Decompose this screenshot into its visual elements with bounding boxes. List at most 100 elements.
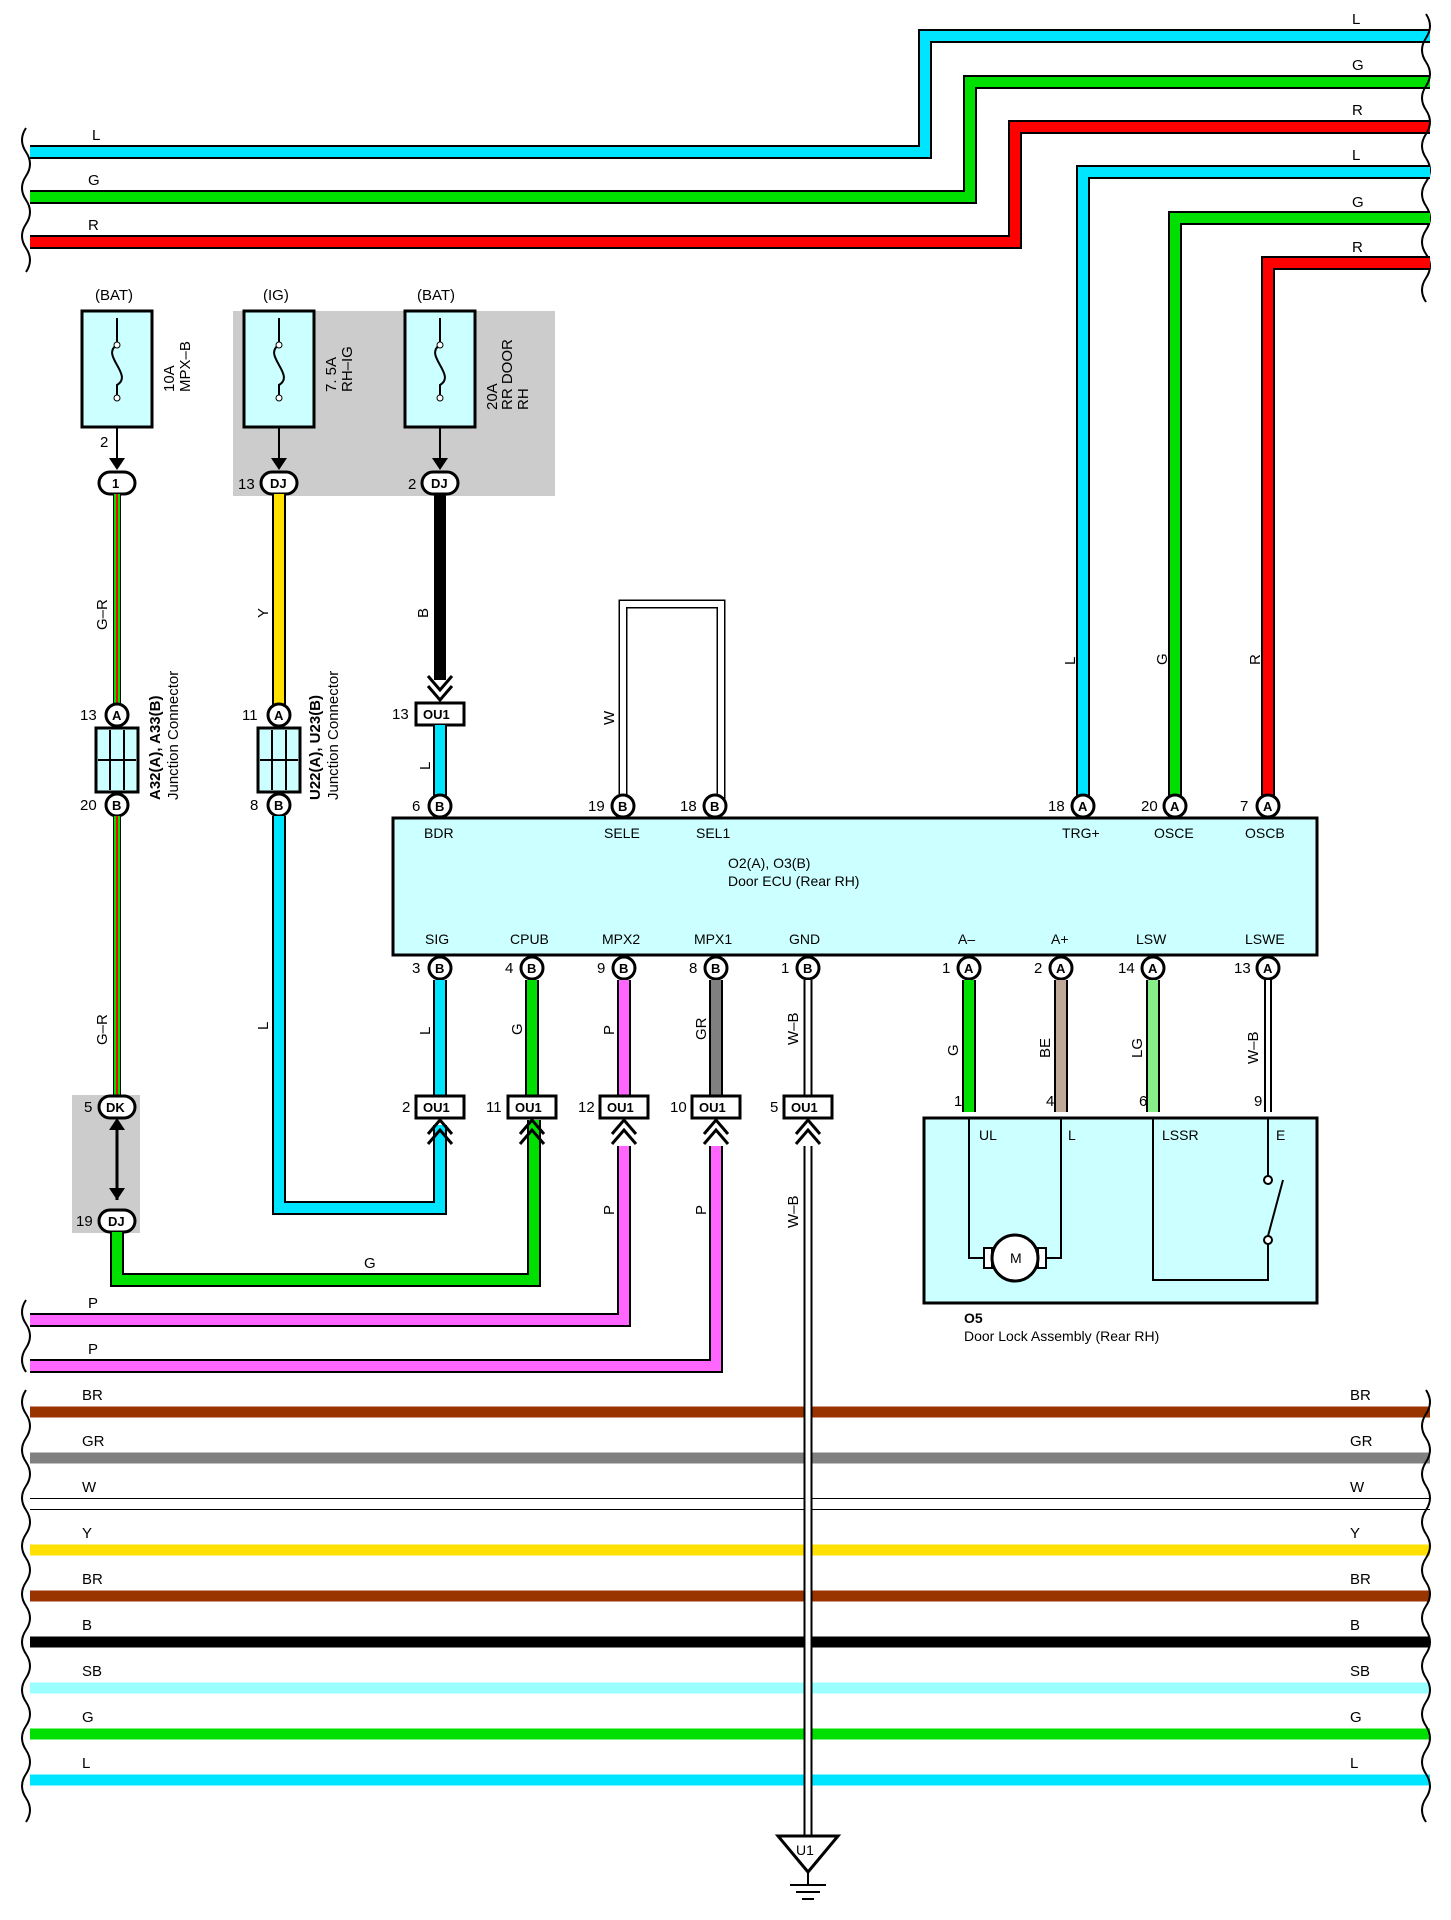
top-bus-left-label-2: R	[88, 217, 99, 234]
dk-dj-connectors: 5 DK 19 DJ G	[72, 1094, 541, 1287]
svg-text:A: A	[112, 708, 122, 723]
svg-text:11: 11	[486, 1099, 502, 1116]
svg-text:OU1: OU1	[699, 1100, 726, 1115]
fuse3-name: RR DOOR	[499, 339, 516, 410]
svg-text:B: B	[710, 799, 719, 814]
bottom-bus-left-label-0: BR	[82, 1387, 103, 1404]
ground-triangle	[774, 1834, 842, 1875]
door-lock-id: O5	[964, 1310, 983, 1326]
dj-pin: 19	[76, 1213, 93, 1230]
bottom-bus-right-label-2: W	[1350, 1479, 1365, 1496]
svg-text:B: B	[274, 798, 283, 813]
l-wire-label: L	[255, 1022, 272, 1030]
svg-text:A+: A+	[1051, 931, 1069, 947]
svg-text:BDR: BDR	[424, 825, 454, 841]
mpx1-wire-label: GR	[693, 1017, 710, 1040]
svg-text:A: A	[1263, 961, 1273, 976]
fuse2-conn-label: DJ	[270, 476, 287, 491]
osce-wire-label: G	[1154, 653, 1171, 665]
gnd-below-label: W–B	[785, 1195, 802, 1228]
fuse3-power: (BAT)	[417, 287, 455, 304]
j2-desc: Junction Connector	[325, 671, 342, 800]
b-wire-label: B	[415, 608, 432, 618]
svg-text:A: A	[1148, 961, 1158, 976]
svg-text:4: 4	[1046, 1093, 1054, 1110]
dk-pin: 5	[84, 1099, 92, 1116]
svg-text:OSCB: OSCB	[1245, 825, 1285, 841]
oscb-wire-label: R	[1247, 654, 1264, 665]
top-bus-right-label-1: G	[1352, 57, 1364, 74]
svg-text:19: 19	[588, 798, 605, 815]
ou1-bottom-0: 2 OU1	[402, 1094, 466, 1145]
svg-text:SIG: SIG	[425, 931, 449, 947]
p-bus-label-0: P	[88, 1295, 98, 1312]
svg-text:SEL1: SEL1	[696, 825, 730, 841]
svg-text:6: 6	[1139, 1093, 1147, 1110]
svg-text:4: 4	[505, 960, 513, 977]
svg-text:1: 1	[942, 960, 950, 977]
motor-icon	[990, 1233, 1040, 1283]
bottom-bus-right-label-6: SB	[1350, 1663, 1370, 1680]
ecu-box	[391, 816, 1319, 957]
j2-pin-a-num: 11	[242, 707, 258, 724]
trg-wire-label: L	[1062, 657, 1079, 665]
bottom-bus-left-label-5: B	[82, 1617, 92, 1634]
top-bus-wire-g	[30, 75, 1430, 204]
svg-text:B: B	[618, 799, 627, 814]
svg-text:2: 2	[402, 1099, 410, 1116]
j1-pin-b-num: 20	[80, 797, 97, 814]
ecu-bottom-pin-sig: SIG B 3	[412, 931, 453, 981]
bdr-feed: B 13 OU1 L	[392, 494, 466, 800]
fuse-area: (BAT) 10A MPX–B (IG) 7. 5A RH–IG (BAT) 2…	[80, 287, 555, 496]
bottom-bus-right-label-1: GR	[1350, 1433, 1373, 1450]
svg-text:OU1: OU1	[423, 1100, 450, 1115]
svg-text:CPUB: CPUB	[510, 931, 549, 947]
fuse1-power: (BAT)	[95, 287, 133, 304]
bottom-bus-left-label-3: Y	[82, 1525, 92, 1542]
svg-text:L: L	[1068, 1127, 1076, 1143]
top-bus-right-label-0: L	[1352, 11, 1360, 28]
bottom-bus-left-label-4: BR	[82, 1571, 103, 1588]
ecu-top-pin-sele: B 19 SELE	[588, 793, 640, 841]
dk-label: DK	[106, 1100, 125, 1115]
svg-text:A: A	[964, 961, 974, 976]
right-bus-wire-g	[1168, 211, 1430, 800]
bottom-bus-right-label-4: BR	[1350, 1571, 1371, 1588]
ecu-top-pin-trg: A 18 TRG+	[1048, 793, 1100, 841]
svg-text:2: 2	[1034, 960, 1042, 977]
door-lock-box	[922, 1116, 1319, 1305]
svg-text:TRG+: TRG+	[1062, 825, 1100, 841]
bottom-bus-right-label-3: Y	[1350, 1525, 1360, 1542]
svg-text:OSCE: OSCE	[1154, 825, 1194, 841]
y-wire-label: Y	[255, 608, 272, 618]
svg-text:1: 1	[781, 960, 789, 977]
bottom-bus-right-label-8: L	[1350, 1755, 1358, 1772]
ecu-bottom-pin-mpx2: MPX2 B 9	[597, 931, 640, 981]
j1-id: A32(A), A33(B)	[147, 696, 164, 800]
junction-u22-u23: Y 11 A B 8 U22(A), U23(B) Junction Conne…	[242, 494, 447, 1215]
fuse3-rating: 20A	[484, 383, 501, 410]
svg-text:A: A	[1170, 799, 1180, 814]
bdr-wire-label: L	[417, 762, 434, 770]
svg-text:3: 3	[412, 960, 420, 977]
ou1-bottom-4: 5 OU1	[770, 1094, 834, 1145]
svg-text:M: M	[1010, 1250, 1022, 1266]
fuse3-name2: RH	[515, 388, 532, 410]
fuse2-conn-pin: 13	[238, 476, 255, 493]
ecu-id: O2(A), O3(B)	[728, 855, 810, 871]
right-bus-wire-r	[1261, 256, 1430, 800]
svg-text:8: 8	[689, 960, 697, 977]
top-bus-left-label-1: G	[88, 172, 100, 189]
top-bus: L G R L G R	[21, 11, 1431, 303]
svg-text:B: B	[803, 961, 812, 976]
bottom-left-bus: P P	[21, 1295, 98, 1373]
sig-wire-label: L	[417, 1027, 434, 1035]
ground-label: U1	[796, 1842, 814, 1858]
fuse2-power: (IG)	[263, 287, 289, 304]
svg-text:9: 9	[597, 960, 605, 977]
svg-text:9: 9	[1254, 1093, 1262, 1110]
svg-text:E: E	[1276, 1127, 1285, 1143]
wire-break-left-bottom	[21, 1389, 31, 1823]
